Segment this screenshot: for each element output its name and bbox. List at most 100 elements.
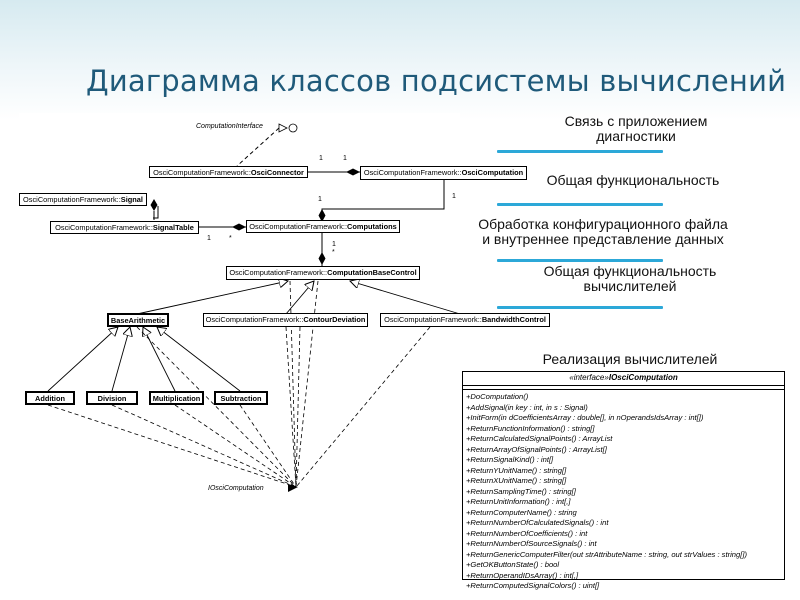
title-background xyxy=(0,0,800,120)
legend-item-computers: Общая функциональность вычислителей xyxy=(525,264,735,294)
legend-bar xyxy=(497,203,663,206)
generalization-line xyxy=(136,281,288,315)
class-signal[interactable]: OsciComputationFramework::Signal xyxy=(19,193,147,206)
multiplicity-label: 1 xyxy=(207,235,211,242)
class-prefix: OsciComputationFramework:: xyxy=(23,195,121,204)
class-base-arithmetic[interactable]: BaseArithmetic xyxy=(107,313,169,327)
interface-method: +ReturnUnitInformation() : int[,] xyxy=(466,497,571,506)
generalization-line xyxy=(157,327,241,392)
generalization-line xyxy=(143,327,176,392)
legend-bar xyxy=(497,306,663,309)
realization-lines xyxy=(47,280,431,488)
realization-line xyxy=(236,127,280,167)
class-prefix: OsciComputationFramework:: xyxy=(363,168,462,177)
interface-method: +ReturnNumberOfSourceSignals() : int xyxy=(466,539,597,548)
legend-line: Обработка конфигурационного файла xyxy=(478,216,728,232)
interface-method: +ReturnYUnitName() : string[] xyxy=(466,465,567,475)
legend-line: Связь с приложением xyxy=(564,113,708,129)
class-addition[interactable]: Addition xyxy=(25,391,75,405)
class-osci-connector[interactable]: OsciComputationFramework::OsciConnector xyxy=(149,166,308,178)
interface-iosci-computation[interactable]: «interface»IOsciComputation +DoComputati… xyxy=(462,371,785,590)
class-name: OsciConnector xyxy=(250,168,304,177)
multiplicity-label: * xyxy=(332,249,335,256)
interface-method: +InitForm(in dCoefficientsArray : double… xyxy=(466,413,704,422)
class-subtraction[interactable]: Subtraction xyxy=(214,391,268,405)
legend-line: Общая функциональность xyxy=(543,263,717,279)
iosci-computation-label: IOsciComputation xyxy=(208,485,264,492)
class-division[interactable]: Division xyxy=(86,391,138,405)
generalization-line xyxy=(111,327,130,392)
interface-method: +ReturnCalculatedSignalPoints() : ArrayL… xyxy=(466,434,613,443)
multiplicity-label: 1 xyxy=(343,155,347,162)
interface-divider xyxy=(463,386,784,390)
computation-interface-label: ComputationInterface xyxy=(196,123,263,130)
slide-title: Диаграмма классов подсистемы вычислений xyxy=(86,64,787,98)
legend-line: Общая функциональность xyxy=(546,172,720,188)
interface-method: +ReturnArrayOfSignalPoints() : ArrayList… xyxy=(466,444,607,454)
legend-item-connection: Связь с приложением диагностики xyxy=(536,114,736,144)
interface-header: «interface»IOsciComputation xyxy=(463,372,784,386)
interface-method: +ReturnFunctionInformation() : string[] xyxy=(466,423,595,433)
realization-arrow-icon xyxy=(288,484,298,492)
class-name: Subtraction xyxy=(220,394,262,403)
legend-line: вычислителей xyxy=(583,278,677,294)
class-prefix: OsciComputationFramework:: xyxy=(55,223,153,232)
interface-method: +ReturnOperandIDsArray() : int[,] xyxy=(466,570,579,580)
multiplicity-label: * xyxy=(229,235,232,242)
class-name: Computations xyxy=(347,222,397,231)
class-prefix: OsciComputationFramework:: xyxy=(229,268,328,277)
class-bandwidth-control[interactable]: OsciComputationFramework::BandwidthContr… xyxy=(380,313,550,327)
class-name: Signal xyxy=(120,195,143,204)
class-name: BandwidthControl xyxy=(481,315,546,324)
legend-item-config: Обработка конфигурационного файла и внут… xyxy=(474,217,732,247)
interface-methods: +DoComputation()+AddSignal(in key : int,… xyxy=(463,390,784,592)
generalization-line xyxy=(350,281,461,315)
legend-line: Реализация вычислителей xyxy=(542,351,718,367)
interface-name: IOsciComputation xyxy=(608,373,678,382)
composition-diamond-icon xyxy=(318,209,326,222)
class-name: SignalTable xyxy=(152,223,194,232)
class-multiplication[interactable]: Multiplication xyxy=(149,391,204,405)
class-name: ComputationBaseControl xyxy=(327,268,417,277)
generalization-line xyxy=(285,281,314,315)
composition-diamond-icon xyxy=(232,223,246,231)
interface-method: +ReturnSamplingTime() : string[] xyxy=(466,486,576,496)
class-computation-base-control[interactable]: OsciComputationFramework::ComputationBas… xyxy=(226,266,420,280)
class-name: ContourDeviation xyxy=(303,315,366,324)
class-osci-computation[interactable]: OsciComputationFramework::OsciComputatio… xyxy=(360,166,527,180)
legend-line: диагностики xyxy=(596,128,676,144)
interface-lollipop-icon xyxy=(288,123,298,133)
interface-method: +ReturnSignalKind() : int[] xyxy=(466,455,554,464)
association-line xyxy=(321,180,445,222)
class-signal-table[interactable]: OsciComputationFramework::SignalTable xyxy=(50,221,199,234)
multiplicity-label: 1 xyxy=(332,241,336,248)
class-prefix: OsciComputationFramework:: xyxy=(205,315,304,324)
interface-method: +ReturnNumberOfCalculatedSignals() : int xyxy=(466,518,609,527)
interface-method: +ReturnXUnitName() : string[] xyxy=(466,476,567,485)
interface-method: +AddSignal(in key : int, in s : Signal) xyxy=(466,402,588,412)
multiplicity-label: 1 xyxy=(452,193,456,200)
interface-method: +ReturnNumberOfCoefficients() : int xyxy=(466,528,588,538)
class-contour-deviation[interactable]: OsciComputationFramework::ContourDeviati… xyxy=(203,313,368,327)
class-name: Multiplication xyxy=(152,394,201,403)
interface-method: +ReturnGenericComputerFilter(out strAttr… xyxy=(466,549,748,559)
interface-method: +ReturnComputerName() : string xyxy=(466,507,577,517)
generalization-line xyxy=(47,327,118,392)
class-name: Addition xyxy=(35,394,65,403)
multiplicity-label: 1 xyxy=(319,155,323,162)
class-name: OsciComputation xyxy=(461,168,524,177)
composition-diamond-icon xyxy=(318,252,326,265)
interface-method: +GetOKButtonState() : bool xyxy=(466,560,560,569)
composition-diamond-icon xyxy=(150,199,158,211)
legend-line: и внутреннее представление данных xyxy=(482,231,724,247)
class-computations[interactable]: OsciComputationFramework::Computations xyxy=(246,220,400,233)
composition-diamond-icon xyxy=(346,168,360,176)
legend-bar xyxy=(497,150,663,153)
interface-method: +DoComputation() xyxy=(466,392,529,401)
class-prefix: OsciComputationFramework:: xyxy=(153,168,251,177)
class-prefix: OsciComputationFramework:: xyxy=(384,315,482,324)
legend-item-common: Общая функциональность xyxy=(533,173,733,188)
legend-item-implementation: Реализация вычислителей xyxy=(530,352,730,367)
interface-arrow xyxy=(278,123,288,133)
class-name: BaseArithmetic xyxy=(110,316,166,325)
